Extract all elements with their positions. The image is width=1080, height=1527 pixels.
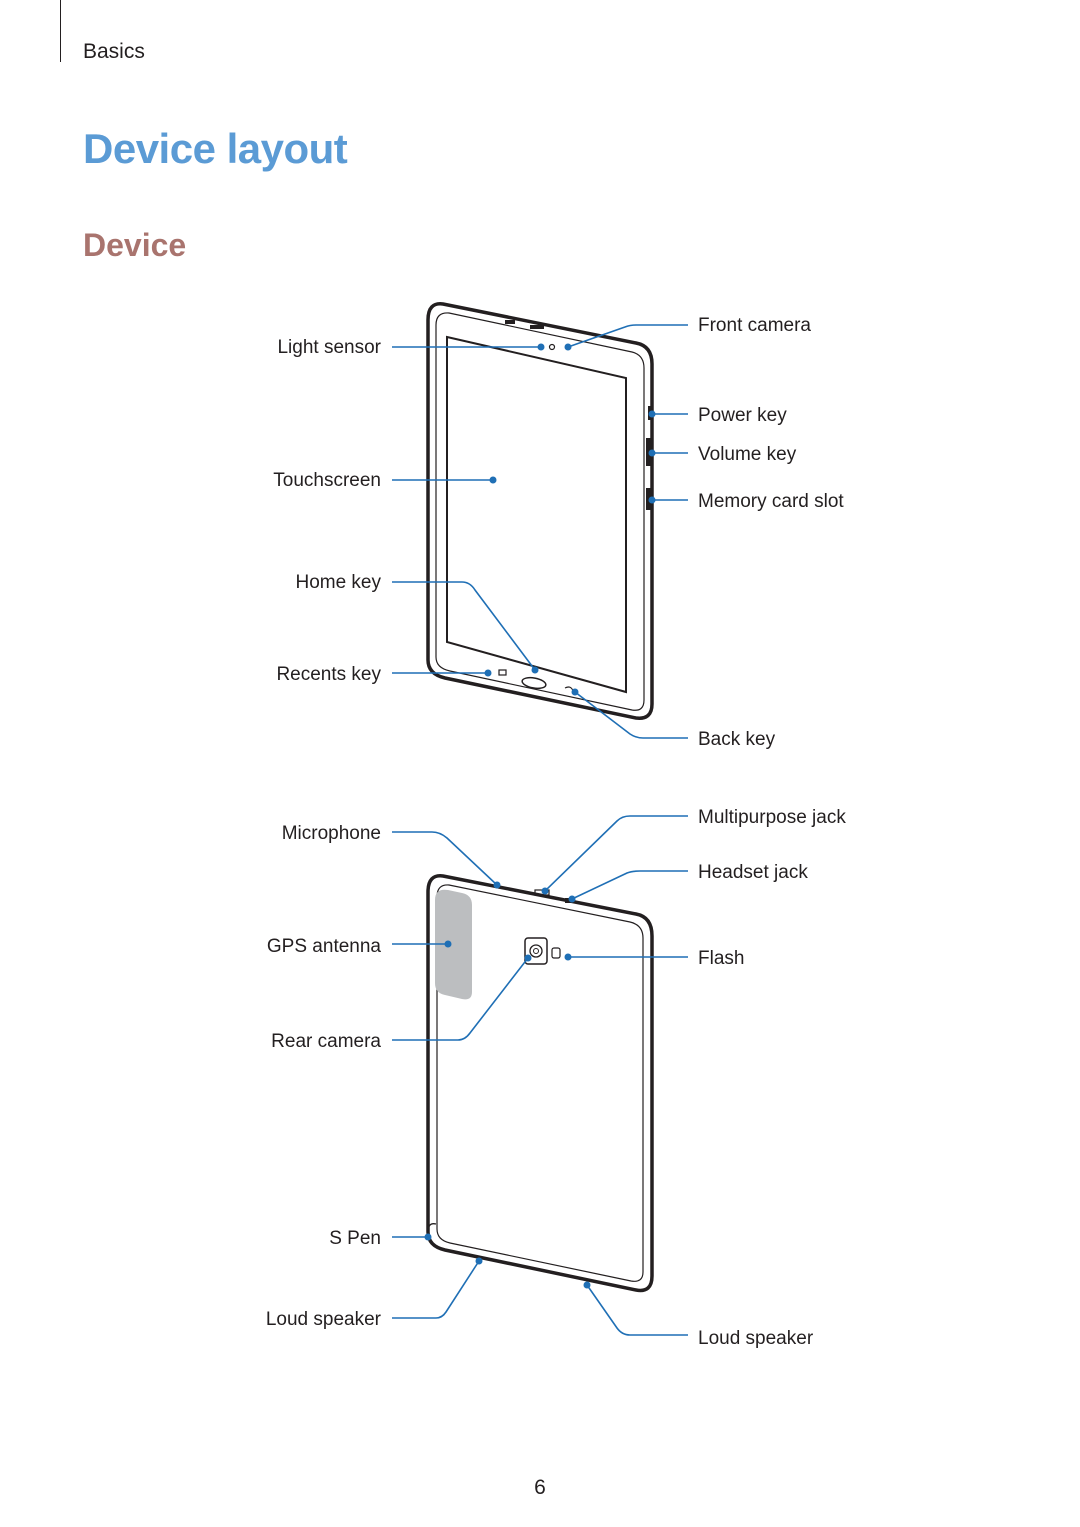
label-back-key: Back key (698, 729, 776, 750)
front-callouts-right (567, 324, 688, 739)
label-headset-jack: Headset jack (698, 862, 808, 883)
label-s-pen: S Pen (329, 1228, 381, 1249)
label-memory-card-slot: Memory card slot (698, 491, 844, 512)
light-sensor-dot (537, 343, 545, 351)
front-tablet-illustration (426, 302, 654, 720)
label-loud-speaker-right: Loud speaker (698, 1328, 814, 1349)
label-gps-antenna: GPS antenna (267, 936, 382, 957)
headset-jack-dot (568, 895, 576, 903)
label-touchscreen: Touchscreen (273, 470, 381, 491)
page-number: 6 (534, 1476, 546, 1499)
back-callouts-right (544, 815, 688, 1336)
home-key-dot (531, 666, 539, 674)
s-pen-dot (424, 1233, 432, 1241)
back-callouts-left (392, 831, 529, 1319)
label-multipurpose-jack: Multipurpose jack (698, 807, 846, 828)
page-title: Device layout (83, 125, 348, 172)
section-label: Basics (83, 40, 145, 63)
back-key-dot (571, 688, 579, 696)
touchscreen-dot (489, 476, 497, 484)
back-tablet-illustration (426, 874, 654, 1293)
section-subtitle: Device (83, 227, 187, 263)
label-home-key: Home key (295, 572, 381, 593)
volume-key-dot (648, 449, 656, 457)
flash-dot (564, 953, 572, 961)
label-power-key: Power key (698, 405, 787, 426)
rear-camera-dot (524, 954, 532, 962)
label-recents-key: Recents key (276, 664, 381, 685)
label-front-camera: Front camera (698, 315, 811, 336)
loud-speaker-right-dot (583, 1281, 591, 1289)
label-flash: Flash (698, 948, 744, 969)
front-camera-dot (564, 343, 572, 351)
loud-speaker-left-dot (475, 1257, 483, 1265)
header-rule (60, 0, 61, 62)
recents-key-dot (484, 669, 492, 677)
label-microphone: Microphone (282, 823, 381, 844)
label-loud-speaker-left: Loud speaker (266, 1309, 382, 1330)
multipurpose-jack-dot (541, 887, 549, 895)
label-light-sensor: Light sensor (277, 337, 381, 358)
label-volume-key: Volume key (698, 444, 797, 465)
power-key-dot (648, 410, 656, 418)
gps-antenna-dot (444, 940, 452, 948)
memory-card-slot-dot (648, 496, 656, 504)
front-callouts-left (392, 346, 541, 674)
microphone-dot (493, 881, 501, 889)
label-rear-camera: Rear camera (271, 1031, 381, 1052)
